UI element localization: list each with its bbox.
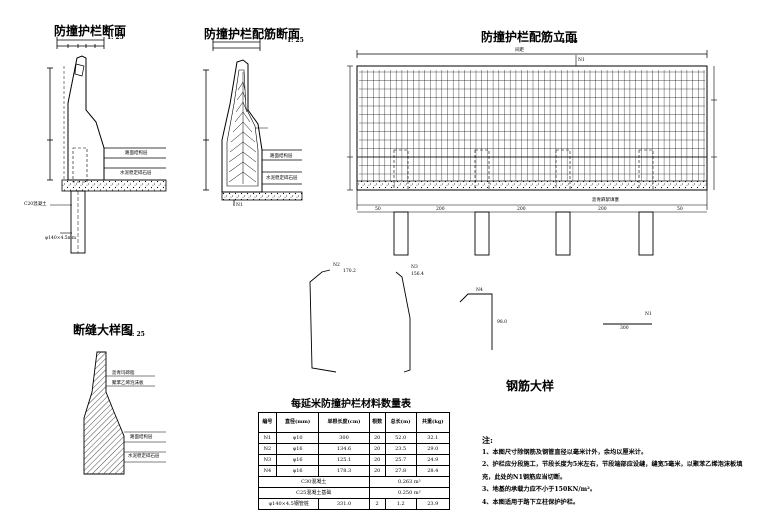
elev-seg-1: 50 [375,207,381,212]
elev-n1-label: N1 [578,58,585,63]
cell: 24.9 [415,454,451,466]
note-item: 1、本图尺寸除钢筋及钢管直径以毫米计外，余均以厘米计。 [482,448,648,456]
label-pile-spec: φ140×4.5mm [45,236,77,241]
elev-seg-3: 200 [517,207,526,212]
table-row: N2 φ16 134.6 20 23.5 29.0 [258,443,451,455]
cell: 1.2 [384,498,417,510]
material-table: 编号 直径(mm) 单根长度(cm) 根数 总长(m) 共重(kg) N1 φ1… [257,412,451,510]
label-n1-rebar: N1 [236,203,243,208]
joint-soil-fill: 水泥稳定碎石层 [128,454,160,459]
rebar-n3-dim: 156.4 [411,272,424,277]
title-rebar-section: 防撞护栏配筋断面 [204,27,301,41]
rebar-n2-dim: 170.2 [343,269,356,274]
title-rebar-detail: 钢筋大样 [506,379,555,393]
label-structural-layer-2: 路面结构层 [270,154,293,159]
elevation-view [347,50,717,256]
cell: 28.4 [415,465,451,477]
cell: 331.0 [318,498,370,510]
table-row: φ140×4.5钢管桩 331.0 2 1.2 23.9 [257,498,451,510]
cell: 32.1 [415,432,451,444]
cell: 52.0 [384,432,417,444]
note-item: 2、护栏应分段施工，节段长度为5米左右，节段端部应设缝，缝宽5毫米，以聚苯乙烯泡… [482,461,743,481]
th-total: 总长(m) [384,412,417,433]
cell: N1 [258,432,277,444]
elev-seg-2: 200 [436,207,445,212]
title-joint-detail-scale: 1: 25 [128,331,145,338]
title-rebar-section-scale: 1: 25 [287,37,304,44]
cell: C25混凝土基础 [258,487,370,499]
cell: 134.6 [318,443,370,455]
rebar-n4-dim: 98.0 [497,320,508,325]
label-soil-fill: 水泥稳定碎石层 [120,171,152,176]
rebar-n1-len: 300 [620,326,629,331]
th-id: 编号 [258,412,277,433]
joint-structural-layer: 路面结构层 [130,435,153,440]
label-c20: C20混凝土 [24,202,47,207]
label-soil-fill-2: 水泥稳定碎石层 [266,176,298,181]
title-elevation: 防撞护栏配筋立面 [481,30,578,44]
table-row: N3 φ16 125.1 20 25.7 24.9 [258,454,451,466]
notes-heading: 注: [482,435,493,445]
cell: 20 [368,443,386,455]
rebar-section [203,39,303,206]
th-weight: 共重(kg) [415,412,451,433]
elev-top-dim: 间距 [515,48,524,53]
cell: φ16 [275,443,320,455]
joint-layer-1: 沥青玛蹄脂 [112,371,135,376]
table-title: 每延米防撞护栏材料数量表 [291,399,411,410]
cell: φ16 [275,465,320,477]
title-section-scale: 1: 25 [107,34,124,41]
th-count: 根数 [368,412,386,433]
notes-block: 注: 1、本图尺寸除钢筋及钢管直径以毫米计外，余均以厘米计。 2、护栏应分段施工… [482,434,752,509]
rebar-n1-label: N1 [645,312,652,317]
cell: φ140×4.5钢管桩 [257,498,320,510]
cell: 25.7 [384,454,417,466]
title-joint-detail: 断缝大样图 [73,323,134,337]
cell: N3 [258,454,277,466]
cell: 0.263 m³ [368,476,451,488]
label-structural-layer: 路面结构层 [125,151,148,156]
table-row: N1 φ10 300 20 52.0 32.1 [258,432,451,444]
cell: 23.5 [384,443,417,455]
note-item: 4、本图适用于路下立柱保护护栏。 [482,498,580,506]
elev-seg-4: 200 [598,207,607,212]
cell: 23.9 [415,498,451,510]
table-row: C25混凝土基础 0.250 m³ [258,487,451,499]
rebar-n2-label: N2 [333,263,340,268]
cell: N4 [258,465,277,477]
rebar-shapes [309,269,652,373]
elev-bottom-layer: 沥青麻絮填塞 [592,198,619,203]
title-elevation-scale: 1: 25 [561,38,578,45]
cell: 178.3 [318,465,370,477]
barrier-section [47,37,167,254]
cell: 2 [368,498,386,510]
cell: 27.8 [384,465,417,477]
rebar-n3-label: N3 [411,265,418,270]
cell: 0.250 m³ [368,487,451,499]
cell: 20 [368,432,386,444]
th-length: 单根长度(cm) [318,412,370,433]
note-item: 3、地基的承载力应不小于150KN/m²。 [482,486,597,493]
joint-detail [83,351,166,475]
cell: 20 [368,454,386,466]
cell: 125.1 [318,454,370,466]
cell: 29.0 [415,443,451,455]
table-row: N4 φ16 178.3 20 27.8 28.4 [258,465,451,477]
cell: φ16 [275,454,320,466]
cell: φ10 [275,432,320,444]
cell: 300 [318,432,370,444]
cell: N2 [258,443,277,455]
elev-seg-5: 50 [677,207,683,212]
rebar-n4-label: N4 [476,288,483,293]
table-row: C30混凝土 0.263 m³ [258,476,451,488]
title-section: 防撞护栏断面 [54,24,127,38]
joint-layer-2: 聚苯乙烯泡沫板 [112,381,144,386]
cell: 20 [368,465,386,477]
cell: C30混凝土 [258,476,370,488]
th-diameter: 直径(mm) [275,412,320,433]
